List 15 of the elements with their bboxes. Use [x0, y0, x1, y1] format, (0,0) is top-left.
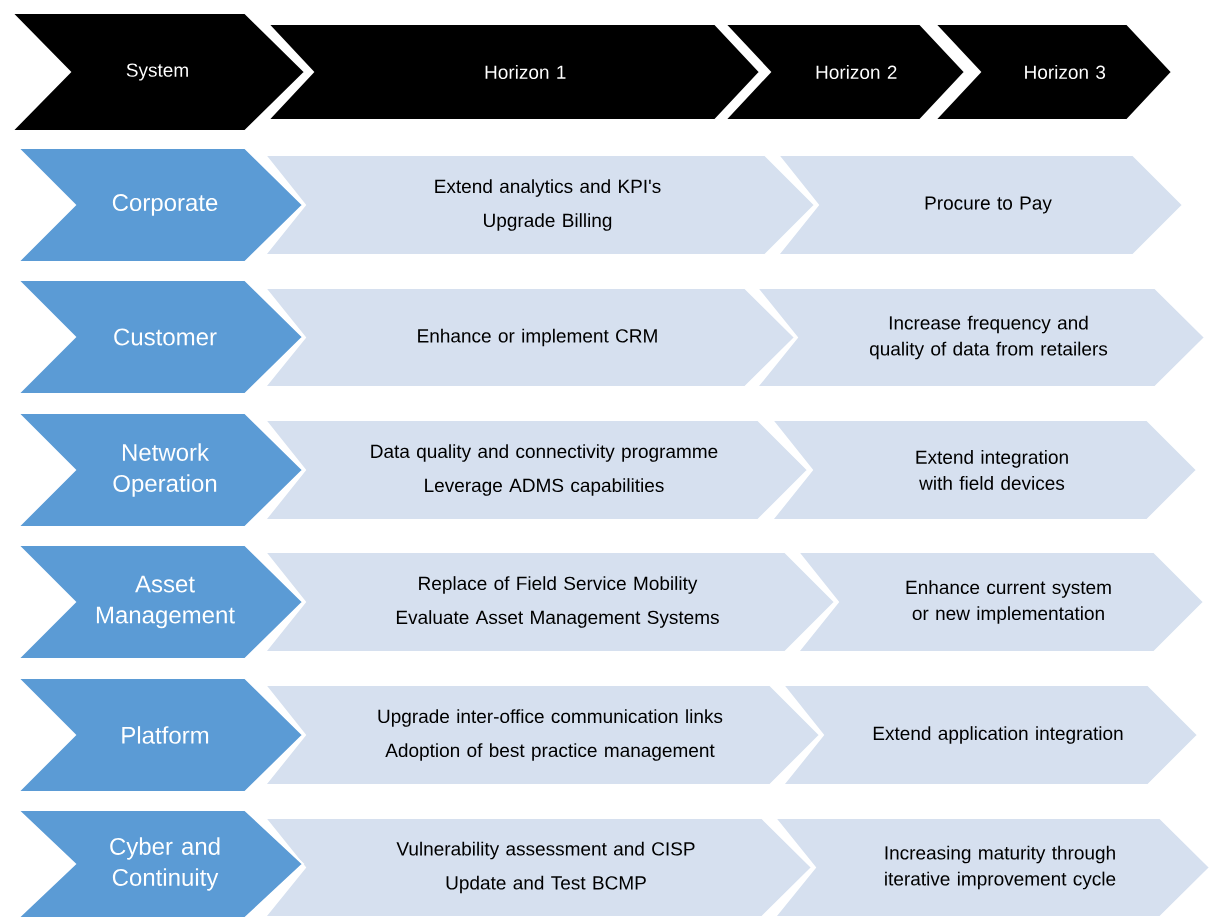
node-label: Update and Test BCMP [446, 875, 646, 894]
node-label: Enhance current system or new implementation [906, 580, 1111, 624]
task-box: Enhance current system or new implementation [795, 551, 1206, 653]
node-label: Vulnerability assessment and CISP [396, 841, 695, 860]
node-label: Extend integration with field devices [916, 450, 1068, 490]
node-label: Increase frequency and quality of data from retailers [869, 315, 1108, 360]
task-box: Increase frequency and quality of data from retailers [754, 287, 1207, 388]
node-label: Extend application integration [873, 726, 1123, 744]
task-box: Vulnerability assessment and CISP Update and Test BCMP [262, 817, 814, 918]
task-box: Increasing maturity through iterative improvement cycle [772, 817, 1212, 918]
row-heading-box: Cyber and Continuity [15, 809, 305, 919]
task-box: Extend application integration [780, 684, 1200, 786]
task-box: Extend integration with field devices [769, 419, 1199, 521]
task-box: Procure to Pay [775, 154, 1185, 256]
node-label: Increasing maturity through iterative improvement cycle [885, 845, 1116, 890]
